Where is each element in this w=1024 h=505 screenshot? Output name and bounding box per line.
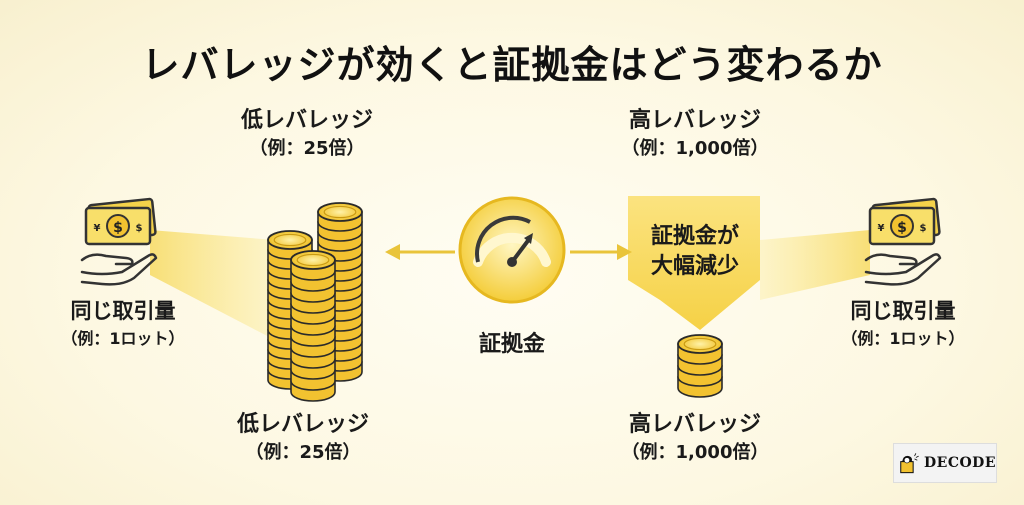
right-top-label-sub: （例：1,000倍） [621, 138, 769, 159]
reduction-banner-line1: 証拠金が [650, 224, 739, 249]
gauge-icon [458, 196, 566, 304]
left-bottom-label-sub: （例：25倍） [245, 442, 361, 463]
svg-text:¥: ¥ [94, 223, 101, 234]
page-title: レバレッジが効くと証拠金はどう変わるか [141, 43, 883, 87]
logo-text: DECODE [924, 455, 996, 471]
coin-top-rim [273, 233, 307, 247]
logo-figure-icon [900, 453, 919, 474]
svg-text:¥: ¥ [878, 223, 885, 234]
left-bottom-label: 低レバレッジ （例：25倍） [218, 410, 388, 466]
right-glow-beam [760, 230, 870, 300]
left-money-hand-icon: $ ¥ $ [80, 197, 158, 286]
right-top-label-main: 高レバレッジ [628, 108, 761, 133]
svg-text:$: $ [897, 220, 907, 236]
svg-text:$: $ [136, 223, 143, 234]
right-trade-label-main: 同じ取引量 [850, 299, 956, 323]
left-top-label: 低レバレッジ （例：25倍） [222, 106, 392, 162]
left-glow-beam [150, 230, 275, 340]
left-coin-stacks [267, 202, 363, 402]
left-bottom-label-main: 低レバレッジ [236, 412, 369, 437]
coin-top-rim [323, 205, 357, 219]
reduction-banner-line2: 大幅減少 [650, 254, 739, 279]
left-trade-label-main: 同じ取引量 [70, 299, 176, 323]
right-top-label: 高レバレッジ （例：1,000倍） [605, 106, 785, 162]
left-top-label-main: 低レバレッジ [240, 108, 373, 133]
right-bottom-label-sub: （例：1,000倍） [621, 442, 769, 463]
decode-logo: DECODE [893, 443, 997, 483]
right-coin-stack [677, 334, 723, 398]
coin-top-rim [296, 253, 330, 267]
reduction-banner-text: 証拠金が 大幅減少 [630, 222, 760, 282]
right-bottom-label: 高レバレッジ （例：1,000倍） [600, 410, 790, 466]
coin-stack-small [677, 334, 723, 398]
left-arrow [385, 244, 455, 260]
right-bottom-label-main: 高レバレッジ [628, 412, 761, 437]
coin-top-rim [683, 337, 717, 351]
left-trade-label: 同じ取引量 （例：1ロット） [38, 296, 208, 352]
left-top-label-sub: （例：25倍） [249, 138, 365, 159]
coin-stack-front [290, 250, 336, 402]
svg-text:$: $ [113, 220, 123, 236]
reduction-banner-arrow [628, 196, 760, 330]
right-arrow [570, 244, 632, 260]
svg-text:$: $ [920, 223, 927, 234]
right-money-hand-icon: $ ¥ $ [864, 197, 942, 286]
right-trade-label: 同じ取引量 （例：1ロット） [818, 296, 988, 352]
margin-label: 証拠金 [478, 332, 545, 357]
left-trade-label-sub: （例：1ロット） [61, 329, 185, 348]
right-trade-label-sub: （例：1ロット） [841, 329, 965, 348]
